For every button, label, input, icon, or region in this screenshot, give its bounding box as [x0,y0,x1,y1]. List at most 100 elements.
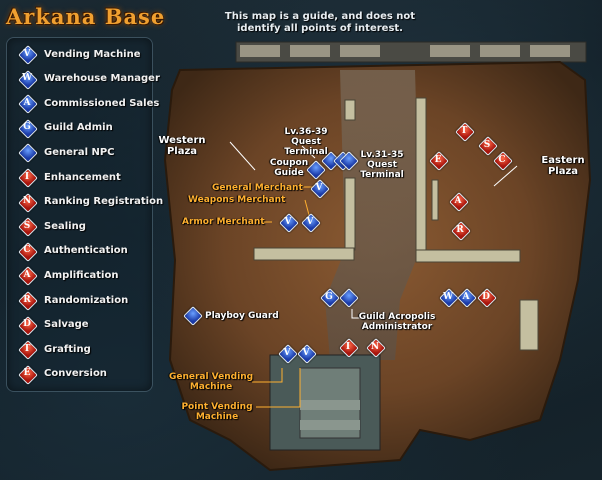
pointer-lines-orange [252,186,316,408]
legend-marker-icon: V [19,46,35,62]
legend-label: Warehouse Manager [44,73,160,85]
map-marker [307,161,323,177]
map-marker: S [479,137,495,153]
map-marker: N [367,339,383,355]
legend-label: Vending Machine [44,48,141,60]
map-marker: V [279,345,295,361]
legend-label: Commissioned Sales [44,97,160,109]
legend-marker-letter: N [22,196,32,207]
map-marker: A [450,193,466,209]
point-vending-label: Point Vending Machine [181,402,253,422]
map-marker-letter: D [482,291,490,302]
map-marker-letter: V [315,182,323,193]
map-marker-letter: T [460,125,468,136]
map-marker: E [430,152,446,168]
west-building [253,99,356,261]
top-wall-tiles [240,45,570,57]
legend-marker-icon: S [19,218,35,234]
legend-marker-letter: W [21,73,33,84]
map-marker-letter: V [283,347,291,358]
legend-label: Guild Admin [44,122,113,134]
legend-marker-icon: A [19,95,35,111]
quest-terminal-31-label: Lv.31-35 Quest Terminal [360,150,404,180]
map-marker-letter: A [454,195,462,206]
map-marker: R [452,222,468,238]
legend-item: W Warehouse Manager [19,69,160,89]
map-marker: V [311,180,327,196]
map-title: Arkana Base [6,4,166,29]
map-marker-letter: A [462,291,470,302]
legend-label: Authentication [44,245,128,257]
map-marker-letter: S [483,139,491,150]
legend-marker-icon: G [19,120,35,136]
legend-label: Enhancement [44,171,121,183]
legend-item: T Grafting [19,339,91,359]
eastern-plaza-label: Eastern Plaza [541,155,585,177]
map-marker-letter: R [456,224,464,235]
legend-item: I Enhancement [19,167,121,187]
legend-marker-letter: I [24,171,30,182]
legend-marker-icon: C [19,243,35,259]
legend-item: D Salvage [19,315,89,335]
legend-marker-letter: E [23,368,31,379]
map-marker-letter: I [345,341,351,352]
legend-marker-icon: D [19,317,35,333]
legend-marker-letter: S [23,220,31,231]
map-marker: T [456,123,472,139]
western-plaza-label: Western Plaza [158,135,206,157]
legend-marker-icon: N [19,194,35,210]
legend-marker-letter: T [23,343,31,354]
legend-marker-letter: A [23,97,31,108]
map-marker-letter: V [284,216,292,227]
weapons-merchant-label: Weapons Merchant [188,195,286,205]
map-marker [340,152,356,168]
legend-item: N Ranking Registration [19,192,163,212]
legend-marker-icon: W [19,71,35,87]
guild-acropolis-label: Guild Acropolis Administrator [358,312,436,332]
map-marker: I [340,339,356,355]
bottom-structure [269,354,381,451]
map-marker: D [478,289,494,305]
map-marker-letter: E [434,154,442,165]
legend-item: G Guild Admin [19,118,113,138]
legend-marker-icon: E [19,366,35,382]
map-marker-letter: C [498,154,506,165]
legend-item: S Sealing [19,216,86,236]
legend-marker-icon: T [19,341,35,357]
quest-terminal-36-label: Lv.36-39 Quest Terminal [284,127,328,157]
legend-label: Salvage [44,319,89,331]
map-marker-letter: N [370,341,380,352]
general-vending-label: General Vending Machine [168,372,254,392]
legend-label: Amplification [44,269,119,281]
legend-item: R Randomization [19,290,128,310]
legend-label: General NPC [44,146,115,158]
map-marker: C [494,152,510,168]
map-marker-letter: V [306,216,314,227]
legend-marker-letter: D [23,319,31,330]
east-pillar [519,299,539,351]
map-marker-letter: W [442,291,454,302]
pointer-lines [229,141,518,319]
legend-marker-icon: I [19,169,35,185]
legend-item: V Vending Machine [19,44,141,64]
legend-item: A Commissioned Sales [19,93,160,113]
map-marker: V [280,214,296,230]
legend-marker-icon [19,144,35,160]
general-merchant-label: General Merchant [212,183,303,193]
legend-marker-letter: R [23,294,31,305]
legend-label: Sealing [44,220,86,232]
legend-label: Grafting [44,343,91,355]
legend-label: Randomization [44,294,129,306]
legend-label: Ranking Registration [44,196,164,208]
legend-item: C Authentication [19,241,128,261]
armor-merchant-label: Armor Merchant [182,217,265,227]
coupon-guide-label: Coupon Guide [269,158,309,178]
map-marker: A [458,289,474,305]
map-marker: V [298,345,314,361]
legend-item: General NPC [19,142,115,162]
map-marker: G [321,289,337,305]
